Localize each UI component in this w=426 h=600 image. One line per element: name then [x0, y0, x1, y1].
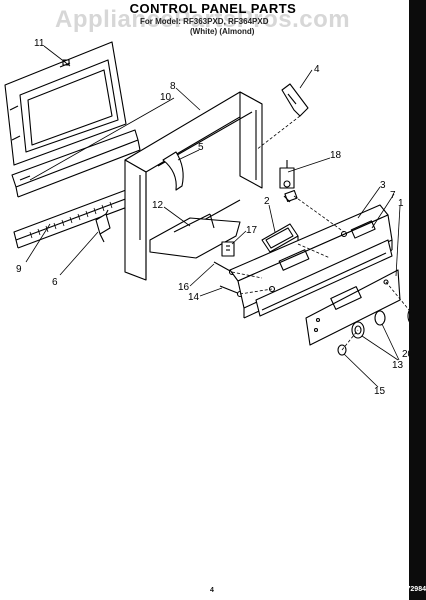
- callout-11: 11: [34, 38, 45, 49]
- part-3-panel-plate: [229, 204, 393, 319]
- part-4-clip: [281, 83, 309, 117]
- part-12-shield: [149, 213, 241, 259]
- callout-17: 17: [246, 225, 258, 236]
- scan-edge-bar: [409, 0, 426, 600]
- callout-6: 6: [52, 277, 58, 288]
- callout-9: 9: [16, 264, 22, 275]
- callout-8: 8: [170, 81, 176, 92]
- part-18-switch: [279, 160, 298, 203]
- part-5-guard: [162, 151, 184, 191]
- callout-3: 3: [380, 180, 386, 191]
- exploded-view-diagram: 11 4 8 10 5 18 3 7 2 1 12 17 9 6 16 14 2…: [4, 38, 409, 397]
- model-subtitle: For Model: RF363PXD, RF364PXD: [140, 17, 269, 26]
- callout-12: 12: [152, 200, 164, 211]
- callout-7: 7: [390, 190, 396, 201]
- part-6-bracket: [95, 209, 111, 243]
- callout-1: 1: [398, 198, 404, 209]
- part-1-front-overlay: [305, 269, 401, 346]
- color-subtitle: (White) (Almond): [190, 27, 255, 36]
- callout-18: 18: [330, 150, 342, 161]
- callout-4: 4: [314, 64, 320, 75]
- callout-13: 13: [392, 360, 404, 371]
- callout-14: 14: [188, 292, 200, 303]
- callout-20: 20: [402, 349, 409, 360]
- part-11-back-panel: [4, 41, 127, 166]
- page-title: CONTROL PANEL PARTS: [129, 1, 297, 16]
- part-20-knob: [407, 309, 409, 323]
- callout-2: 2: [264, 196, 270, 207]
- callout-5: 5: [198, 142, 204, 153]
- drawing-number: 3372984: [398, 586, 426, 593]
- part-7-end-cap: [255, 239, 393, 317]
- callout-10: 10: [160, 92, 172, 103]
- part-9-vent-strip: [13, 189, 131, 249]
- part-17-terminal: [221, 241, 235, 257]
- callout-16: 16: [178, 282, 190, 293]
- callout-15: 15: [374, 386, 386, 397]
- part-8-control-frame: [124, 91, 263, 281]
- page-number: 4: [210, 587, 214, 594]
- callout-labels: 11 4 8 10 5 18 3 7 2 1 12 17 9 6 16 14 2…: [16, 38, 409, 397]
